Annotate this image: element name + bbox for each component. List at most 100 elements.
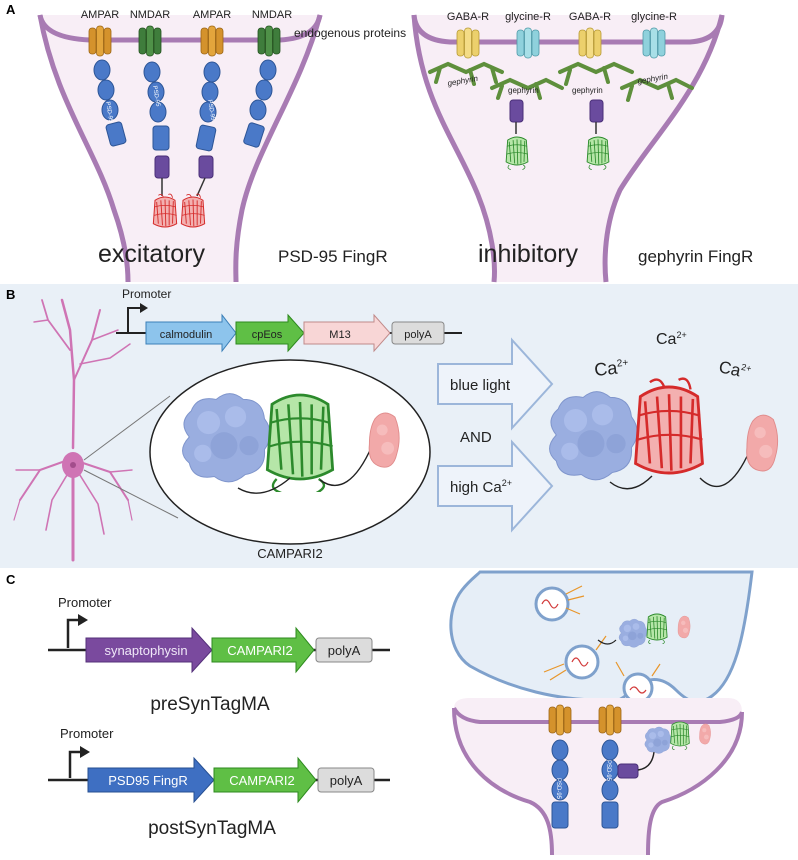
gephyrin-scaffold	[428, 61, 694, 102]
calmodulin-segment	[145, 313, 237, 353]
psd95-chain: PSD-95	[93, 59, 127, 147]
m13-domain-icon	[699, 723, 711, 745]
polya-label: polyA	[328, 643, 361, 658]
synaptophysin-label: synaptophysin	[104, 643, 187, 658]
synaptic-vesicle	[615, 661, 661, 704]
inhibitory-membrane-right	[602, 14, 725, 283]
ampar-receptor-icon	[598, 704, 622, 736]
m13-label: M13	[329, 329, 350, 341]
glycine-receptor-icon	[642, 27, 666, 59]
m13-domain-icon	[368, 412, 400, 468]
calcium-label: Ca2+	[593, 356, 629, 380]
nmdar-receptor-icon	[138, 25, 162, 57]
excitatory-label: excitatory	[98, 240, 205, 268]
excitatory-membrane-left	[37, 14, 131, 283]
gaba-receptor-icon	[578, 27, 602, 59]
calmodulin-domain-icon	[549, 391, 638, 481]
psd95-chain: PSD-95	[195, 61, 221, 152]
calmodulin-domain-icon	[182, 393, 271, 483]
blue-light-label: blue light	[450, 377, 511, 394]
neuron-icon	[13, 298, 133, 562]
polya-label: polyA	[404, 329, 432, 341]
panel-c-letter: C	[6, 572, 16, 587]
m13-domain-icon	[677, 615, 691, 639]
inhibitory-membrane-top	[411, 14, 725, 45]
m13-segment	[303, 313, 391, 353]
campari2-segment	[213, 756, 317, 804]
fingr-binder	[198, 155, 214, 179]
receptor-label-gabar: GABA-R	[569, 11, 611, 23]
receptor-label-ampar: AMPAR	[193, 9, 231, 21]
m13-domain-icon	[746, 414, 779, 472]
panel-b-letter: B	[6, 287, 15, 302]
calcium-label: Ca2+	[656, 330, 687, 348]
fingr-binder	[154, 155, 170, 179]
psd95-label: PSD-95	[104, 101, 114, 123]
gephyrin-fingr-label: gephyrin FingR	[638, 247, 753, 266]
promoter-label: Promoter	[122, 287, 171, 301]
psd95-chain: PSD-95	[143, 61, 170, 151]
presyntagma-label: preSynTagMA	[150, 694, 270, 715]
synaptic-vesicle	[534, 585, 585, 622]
polya-segment	[391, 321, 445, 345]
psd95-chain: PSD-95	[551, 739, 569, 829]
receptor-label-gabar: GABA-R	[447, 11, 489, 23]
high-calcium-label: high Ca2+	[450, 478, 512, 496]
calmodulin-domain-icon	[644, 726, 672, 754]
promoter-arrow-icon	[68, 750, 84, 778]
nmdar-receptor-icon	[257, 25, 281, 57]
promoter-arrow-icon	[66, 618, 82, 648]
psd95-label: PSD-95	[555, 778, 561, 800]
psd95-label: PSD-95	[151, 85, 161, 107]
presynaptic-terminal	[449, 570, 754, 704]
cpeos-segment	[235, 313, 305, 353]
panel-c: C Promoter synaptophysin CAMPARI2 polyA …	[6, 570, 754, 856]
psd95-fingr-segment-label: PSD95 FingR	[108, 773, 187, 788]
and-label: AND	[460, 429, 492, 446]
panel-a: A AMPAR NMDAR AMPAR NMDAR endogenous pro…	[6, 2, 753, 283]
excitatory-membrane-right	[233, 14, 323, 283]
red-fluorescent-protein-icon	[152, 193, 178, 228]
psd95-fingr-label: PSD-95 FingR	[278, 247, 388, 266]
campari2-segment	[211, 626, 315, 674]
red-converted-barrel-icon	[634, 377, 704, 475]
ampar-receptor-icon	[200, 25, 224, 57]
calmodulin-label: calmodulin	[160, 329, 213, 341]
fingr-binder	[589, 99, 604, 123]
polya-label: polyA	[330, 773, 363, 788]
panel-a-letter: A	[6, 2, 16, 17]
calcium-label: Ca2+	[717, 357, 752, 382]
blue-light-arrow	[437, 337, 554, 431]
psd95-label: PSD-95	[605, 760, 611, 782]
fingr-binder	[617, 763, 639, 779]
receptor-label-glycine: glycine-R	[631, 11, 677, 23]
inhibitory-membrane-left	[411, 14, 497, 283]
psd95-chain	[243, 59, 277, 148]
psd95-chain: PSD-95	[601, 739, 619, 829]
psd95-label: PSD-95	[206, 99, 216, 121]
polya-segment	[315, 637, 373, 663]
gaba-receptor-icon	[456, 27, 480, 59]
gephyrin-label: gephyrin	[572, 86, 603, 95]
campari2-segment-label: CAMPARI2	[227, 643, 293, 658]
receptor-label-glycine: glycine-R	[505, 11, 551, 23]
polya-segment	[317, 767, 375, 793]
receptor-label-nmdar: NMDAR	[252, 9, 292, 21]
postsyntagma-label: postSynTagMA	[148, 818, 276, 839]
calmodulin-domain-icon	[618, 618, 648, 648]
campari2-label: CAMPARI2	[257, 546, 323, 561]
inhibitory-label: inhibitory	[478, 240, 579, 268]
synaptophysin-segment	[85, 626, 213, 674]
glycine-receptor-icon	[516, 27, 540, 59]
ampar-receptor-icon	[88, 25, 112, 57]
fingr-binder	[509, 99, 524, 123]
high-calcium-arrow	[437, 439, 554, 533]
synaptic-vesicle	[543, 635, 607, 681]
promoter-arrow-icon	[127, 307, 144, 333]
ampar-receptor-icon	[548, 704, 572, 736]
promoter-label: Promoter	[58, 595, 112, 610]
psd95-fingr-segment	[87, 756, 215, 804]
panel-b: B Promoter calmodulin c	[0, 284, 798, 568]
